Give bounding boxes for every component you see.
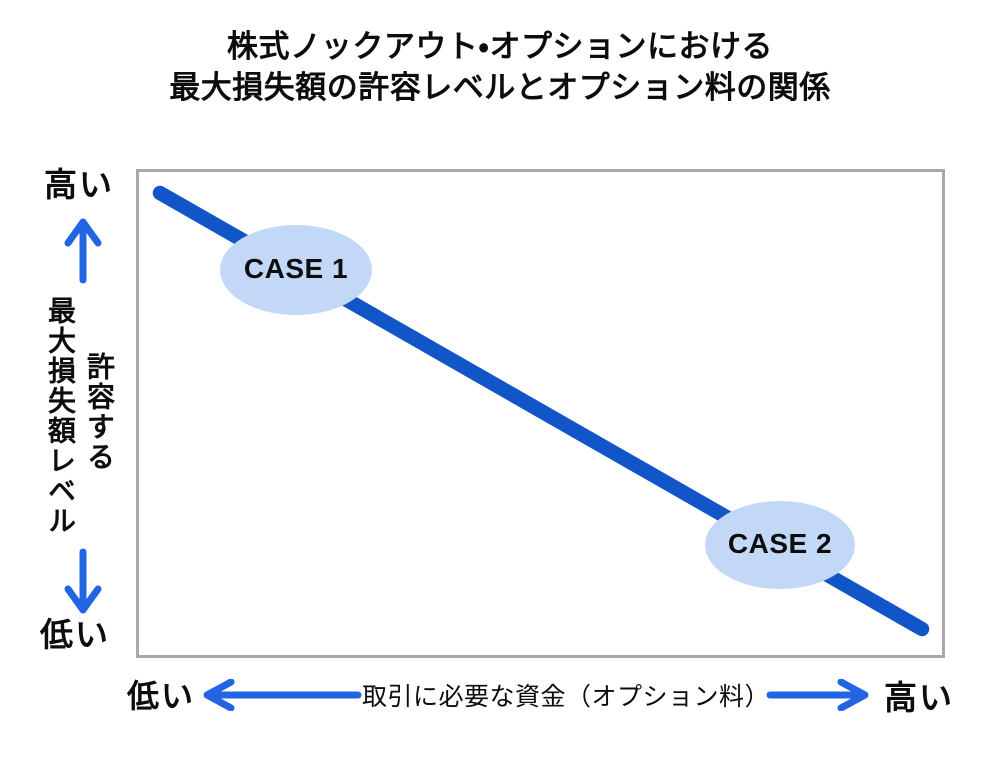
up-arrow-stroke [64,218,102,284]
plot-area: CASE 1 CASE 2 [136,169,945,658]
case-2-ellipse [705,501,855,589]
x-axis-title: 取引に必要な資金（オプション料） [362,683,771,711]
y-axis-title-main: 最大損失額レベル [45,296,76,536]
figure-title: 株式ノックアウト・オプションにおける 最大損失額の許容レベルとオプション料の関係 [0,26,1000,108]
case-1-ellipse [220,225,372,315]
y-axis-high-label: 高い [44,166,114,203]
up-arrow-icon [64,218,102,284]
y-axis-low-label: 低い [40,616,110,653]
left-arrow-stroke [203,679,362,711]
y-axis-title-side: 許容する [84,352,115,472]
right-arrow-stroke [766,679,869,711]
figure-title-line2: 最大損失額の許容レベルとオプション料の関係 [169,70,831,105]
case-2-label: CASE 2 [727,528,833,559]
down-arrow-stroke [64,548,102,614]
x-axis-low-label: 低い [127,678,196,714]
figure-title-line1: 株式ノックアウト・オプションにおける [227,29,773,64]
case-1-label: CASE 1 [243,253,349,284]
left-arrow-icon [203,679,362,711]
down-arrow-icon [64,548,102,614]
plot-canvas [152,185,930,637]
x-axis-high-label: 高い [884,679,954,716]
right-arrow-icon [766,679,869,711]
